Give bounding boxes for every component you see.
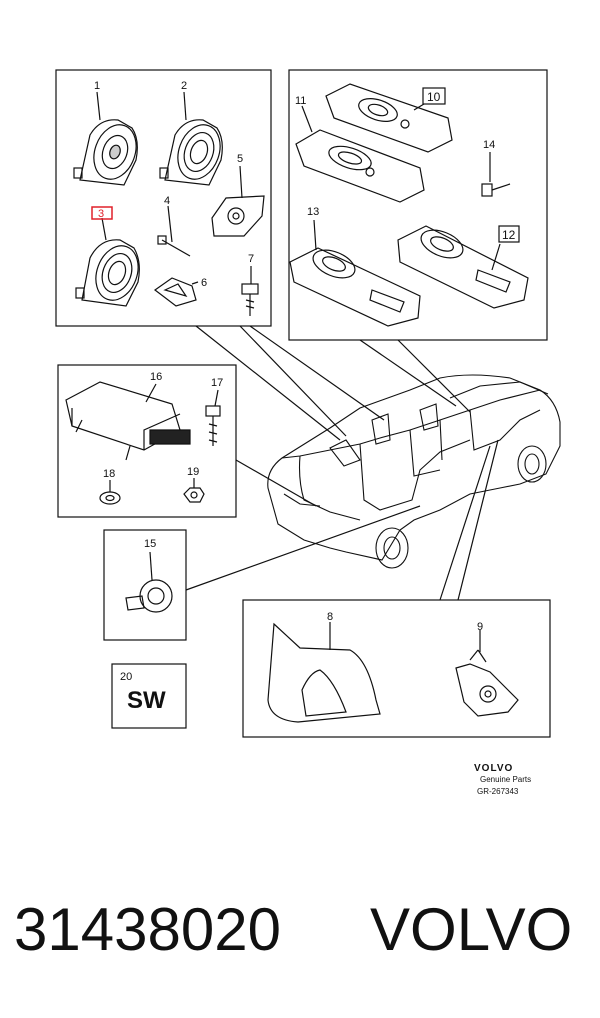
- rivet-4-icon: [157, 235, 191, 257]
- part-number: 31438020: [14, 896, 281, 963]
- nut-19-icon: [183, 487, 205, 503]
- callout-15: 15: [144, 538, 156, 550]
- washer-18-icon: [99, 491, 121, 505]
- callout-12: 12: [502, 228, 516, 242]
- callout-10: 10: [427, 90, 441, 104]
- box-part-15: [103, 529, 187, 641]
- parts-diagram: 1 2 3 4 5 6 7 8 9 10 11 12 13 14 15 16 1…: [55, 69, 561, 796]
- cover-8-icon: [267, 622, 381, 723]
- car-illustration: [267, 374, 561, 569]
- callout-19: 19: [187, 466, 199, 478]
- callout-20: 20: [120, 671, 132, 683]
- box-speakers: [55, 69, 272, 327]
- diagram-ref-label: GR-267343: [477, 787, 519, 796]
- bolt-17-icon: [205, 405, 221, 446]
- volvo-logo-text: VOLVO: [474, 763, 513, 774]
- speaker-3-icon: [75, 239, 140, 307]
- screw-14-icon: [481, 183, 511, 197]
- callout-box-10: [422, 87, 446, 105]
- callout-13: 13: [307, 206, 319, 218]
- box-cover-and-bracket: [242, 599, 551, 738]
- callout-5: 5: [237, 153, 243, 165]
- callout-17: 17: [211, 377, 223, 389]
- speaker-2-icon: [159, 119, 223, 186]
- clip-6-icon: [153, 277, 197, 307]
- speaker-15-icon: [125, 579, 173, 613]
- callout-16: 16: [150, 371, 162, 383]
- callout-9: 9: [477, 621, 483, 633]
- callout-8: 8: [327, 611, 333, 623]
- callout-14: 14: [483, 139, 495, 151]
- box-software: [111, 663, 187, 729]
- sw-label: SW: [127, 687, 166, 714]
- brand-name: VOLVO: [370, 896, 573, 963]
- speaker-tray-10-icon: [325, 83, 453, 153]
- callout-3: 3: [98, 208, 104, 220]
- speaker-1-icon: [73, 119, 138, 186]
- speaker-tray-13-icon: [289, 247, 421, 327]
- box-amplifier: [57, 364, 237, 518]
- amplifier-16-icon: [65, 381, 191, 461]
- box-speaker-trays: [288, 69, 548, 341]
- callout-box-12: [498, 225, 520, 243]
- bracket-9-icon: [455, 649, 519, 717]
- highlight-box-3: [91, 206, 113, 220]
- callout-11: 11: [295, 95, 306, 107]
- genuine-parts-label: Genuine Parts: [480, 775, 531, 784]
- leader-lines: [185, 325, 499, 601]
- speaker-tray-12-icon: [397, 225, 529, 309]
- callout-1: 1: [94, 80, 100, 92]
- callout-7: 7: [248, 253, 254, 265]
- callout-2: 2: [181, 80, 187, 92]
- callout-4: 4: [164, 195, 170, 207]
- callout-6: 6: [201, 277, 207, 289]
- screw-7-icon: [241, 283, 259, 316]
- callout-18: 18: [103, 468, 115, 480]
- speaker-tray-11-icon: [295, 129, 425, 203]
- bracket-5-icon: [211, 195, 265, 237]
